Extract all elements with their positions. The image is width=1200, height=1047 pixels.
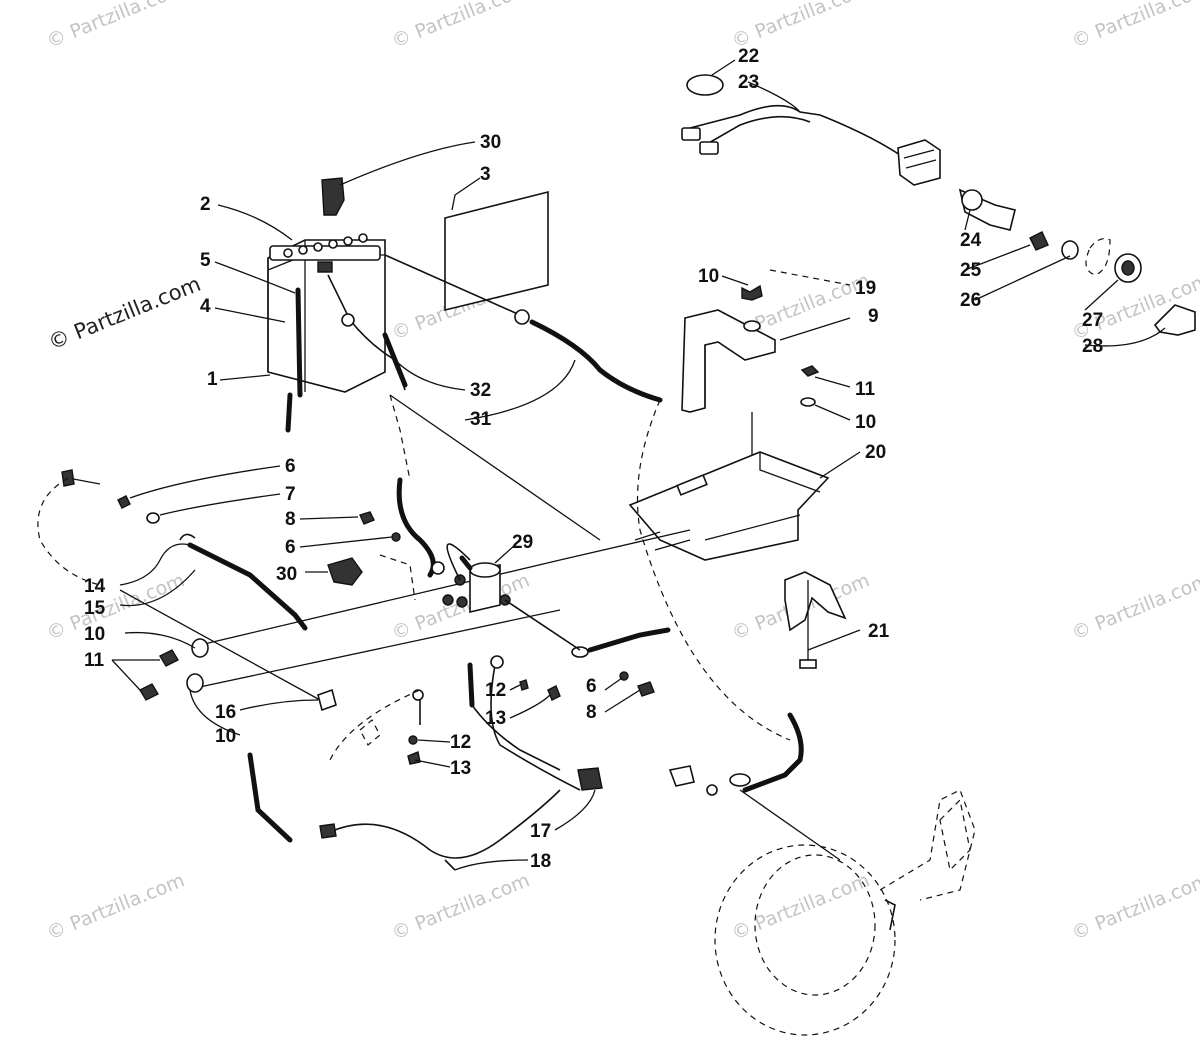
watermark-layer: © Partzilla.com © Partzilla.com © Partzi… — [44, 0, 1200, 945]
washer — [743, 320, 761, 332]
watermark: © Partzilla.com — [1069, 0, 1200, 53]
lead-wire — [247, 752, 293, 843]
callout-10: 10 — [84, 624, 105, 645]
callout-11: 11 — [855, 379, 876, 400]
callout-30: 30 — [480, 132, 501, 153]
wire-harness — [689, 104, 901, 156]
callout-9: 9 — [868, 306, 879, 327]
callout-27: 27 — [1082, 310, 1103, 331]
callout-21: 21 — [868, 621, 890, 642]
battery-rod — [187, 542, 308, 631]
switch-washer — [1061, 240, 1079, 260]
callout-12: 12 — [485, 680, 506, 701]
battery-pad — [444, 190, 549, 312]
watermark: © Partzilla.com — [44, 0, 188, 53]
watermark: © Partzilla.com — [729, 869, 873, 944]
ground-cable — [587, 627, 671, 653]
callout-10: 10 — [215, 726, 236, 747]
watermark: © Partzilla.com — [44, 869, 188, 944]
callout-24: 24 — [960, 230, 982, 251]
callout-5: 5 — [200, 250, 211, 271]
callout-4: 4 — [200, 296, 211, 317]
callout-16: 16 — [215, 702, 236, 723]
callout-8: 8 — [285, 509, 296, 530]
watermark: © Partzilla.com — [389, 869, 533, 944]
watermark: © Partzilla.com — [1069, 869, 1200, 944]
battery-cable-31 — [529, 319, 663, 403]
callout-23: 23 — [738, 72, 759, 93]
battery-tray — [628, 451, 830, 561]
callout-17: 17 — [530, 821, 551, 842]
callout-11: 11 — [84, 650, 105, 671]
connector — [577, 767, 603, 791]
callout-13: 13 — [485, 708, 506, 729]
watermark: © Partzilla.com — [729, 0, 873, 53]
washer — [191, 638, 209, 658]
callout-32: 32 — [470, 380, 491, 401]
callout-2: 2 — [200, 194, 211, 215]
washer — [800, 397, 816, 407]
nut — [139, 683, 159, 701]
callout-3: 3 — [480, 164, 491, 185]
callout-10: 10 — [698, 266, 719, 287]
callout-6: 6 — [285, 456, 296, 477]
spacer — [317, 688, 337, 712]
terminal-boot — [327, 557, 363, 586]
solenoid-cable — [396, 477, 436, 578]
callouts: 30 3 2 5 4 1 32 31 22 23 24 25 26 27 28 … — [84, 46, 1103, 872]
callout-14: 14 — [84, 576, 106, 597]
callout-29: 29 — [512, 532, 533, 553]
callout-12: 12 — [450, 732, 471, 753]
callout-18: 18 — [530, 851, 551, 872]
nut — [800, 365, 820, 377]
callout-7: 7 — [285, 484, 296, 505]
washer — [186, 673, 204, 693]
callout-31: 31 — [470, 409, 492, 430]
terminal-boot — [321, 177, 345, 216]
nut — [359, 511, 375, 525]
callout-25: 25 — [960, 260, 982, 281]
watermark: © Partzilla.com — [1069, 569, 1200, 644]
switch-nut — [1029, 231, 1049, 251]
callout-30: 30 — [276, 564, 297, 585]
callout-13: 13 — [450, 758, 471, 779]
leader-lines — [111, 59, 1166, 871]
nut — [159, 649, 179, 667]
engine-housing — [714, 789, 976, 1036]
starter-cable — [742, 712, 804, 793]
tray-bracket — [784, 571, 847, 632]
watermark: © Partzilla.com — [44, 569, 188, 644]
callout-22: 22 — [738, 46, 759, 67]
battery — [267, 233, 386, 433]
callout-1: 1 — [207, 369, 218, 390]
callout-6: 6 — [285, 537, 296, 558]
callout-20: 20 — [865, 442, 886, 463]
watermark: © Partzilla.com — [389, 0, 533, 53]
wing-nut — [741, 284, 763, 301]
callout-15: 15 — [84, 598, 106, 619]
callout-10: 10 — [855, 412, 876, 433]
callout-28: 28 — [1082, 336, 1103, 357]
callout-8: 8 — [586, 702, 597, 723]
callout-19: 19 — [855, 278, 876, 299]
cable-tie — [686, 74, 724, 96]
watermark-prominent: © Partzilla.com — [45, 272, 204, 355]
callout-26: 26 — [960, 290, 981, 311]
callout-6: 6 — [586, 676, 597, 697]
